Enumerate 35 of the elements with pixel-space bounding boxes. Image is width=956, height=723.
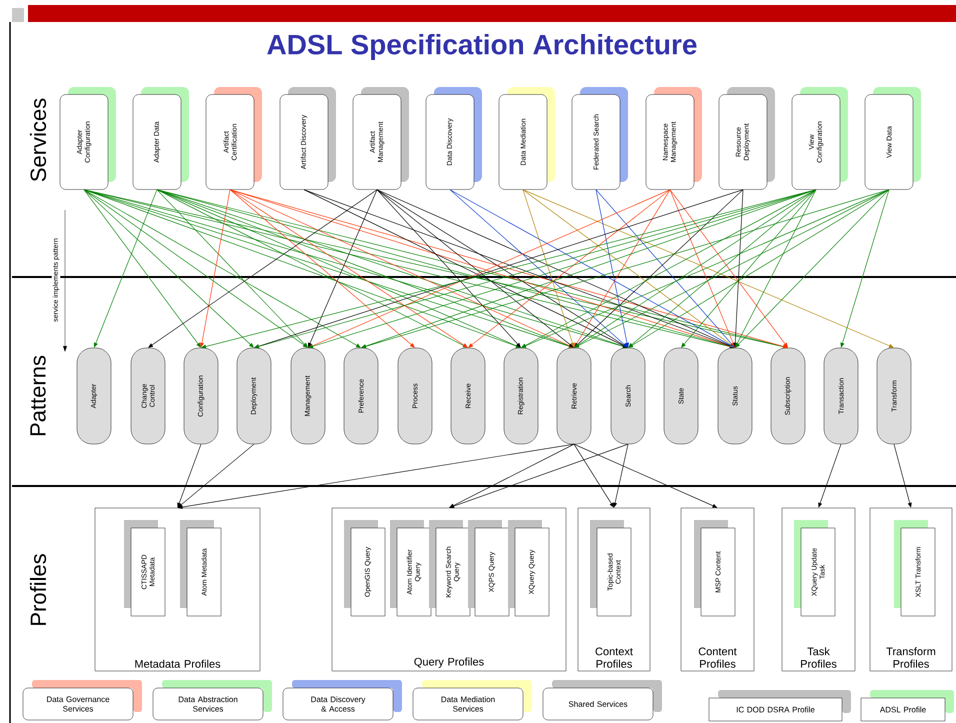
legend-item: Data Discovery & Access bbox=[282, 688, 394, 720]
arrow bbox=[156, 189, 308, 348]
arrow bbox=[449, 444, 574, 508]
legend-item: Shared Services bbox=[542, 688, 654, 720]
arrow bbox=[521, 189, 816, 348]
arrow bbox=[84, 189, 308, 348]
arrow bbox=[376, 189, 628, 348]
arrow bbox=[230, 189, 468, 348]
arrow bbox=[376, 189, 735, 348]
arrow bbox=[574, 189, 816, 348]
arrow bbox=[376, 189, 574, 348]
arrow bbox=[450, 189, 735, 348]
arrow bbox=[628, 189, 890, 348]
legend-item: Data Abstraction Services bbox=[152, 688, 264, 720]
arrow bbox=[230, 189, 574, 348]
section-label: Profiles bbox=[30, 554, 46, 625]
section-label: Patterns bbox=[30, 356, 46, 436]
arrow bbox=[449, 444, 628, 508]
arrow bbox=[522, 189, 735, 348]
arrow bbox=[628, 189, 816, 348]
legend-item: Data Mediation Services bbox=[412, 688, 524, 720]
arrow bbox=[574, 189, 744, 348]
arrow bbox=[84, 189, 361, 348]
arrow bbox=[230, 189, 415, 348]
arrow bbox=[148, 189, 378, 348]
arrow bbox=[178, 444, 254, 508]
legend-item: Data Governance Services bbox=[22, 688, 134, 720]
arrow bbox=[574, 444, 718, 508]
legend-item: IC DOD DSRA Profile bbox=[708, 698, 842, 722]
title: ADSL Specification Architecture bbox=[267, 34, 696, 60]
arrow bbox=[735, 189, 890, 348]
arrow bbox=[468, 189, 670, 348]
legend-item: ADSL Profile bbox=[860, 698, 946, 722]
arrow bbox=[84, 189, 254, 348]
arrow bbox=[450, 189, 628, 348]
